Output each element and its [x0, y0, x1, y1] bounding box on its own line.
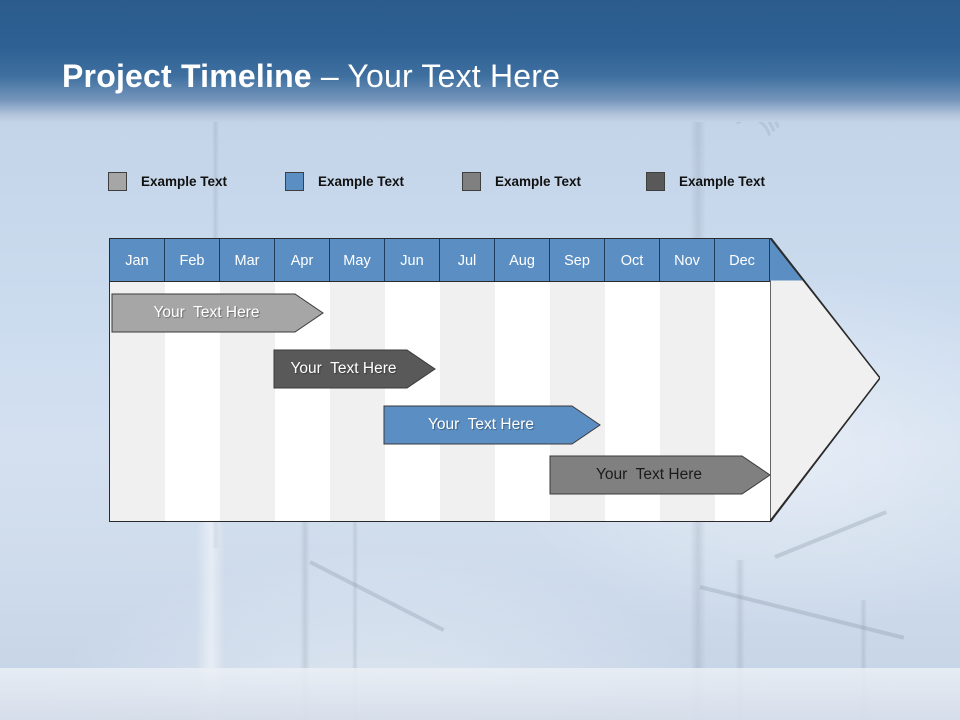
- month-header-sep[interactable]: Sep: [550, 239, 605, 282]
- timeline-column-jan: Jan: [110, 239, 165, 521]
- month-header-feb[interactable]: Feb: [165, 239, 220, 282]
- month-header-nov[interactable]: Nov: [660, 239, 715, 282]
- timeline-task-bar-1[interactable]: Your Text Here: [111, 293, 324, 333]
- page-title: Project Timeline – Your Text Here: [62, 58, 560, 95]
- legend-swatch-icon: [646, 171, 665, 191]
- timeline-column-oct: Oct: [605, 239, 660, 521]
- tower-mast-icon: [300, 505, 310, 720]
- task-bar-shape: [383, 405, 601, 445]
- legend-item-3[interactable]: Example Text: [462, 168, 581, 194]
- timeline-column-feb: Feb: [165, 239, 220, 521]
- month-header-jan[interactable]: Jan: [110, 239, 165, 282]
- timeline-task-bar-4[interactable]: Your Text Here: [549, 455, 771, 495]
- month-header-jun[interactable]: Jun: [385, 239, 440, 282]
- tower-mast-icon: [352, 520, 358, 720]
- timeline-column-aug: Aug: [495, 239, 550, 521]
- legend-item-label: Example Text: [141, 173, 228, 189]
- timeline-task-bar-2[interactable]: Your Text Here: [273, 349, 436, 389]
- legend-item-4[interactable]: Example Text: [646, 168, 765, 194]
- task-bar-shape: [111, 293, 324, 333]
- month-header-oct[interactable]: Oct: [605, 239, 660, 282]
- month-header-mar[interactable]: Mar: [220, 239, 275, 282]
- arrow-head-shape: [770, 238, 880, 522]
- month-header-may[interactable]: May: [330, 239, 385, 282]
- month-header-dec[interactable]: Dec: [715, 239, 770, 282]
- title-band: [0, 0, 960, 122]
- tower-mast-icon: [860, 600, 867, 720]
- task-bar-shape: [549, 455, 771, 495]
- month-header-aug[interactable]: Aug: [495, 239, 550, 282]
- title-bold-part: Project Timeline: [62, 58, 312, 94]
- legend-item-label: Example Text: [495, 173, 582, 189]
- task-bar-shape: [273, 349, 436, 389]
- timeline-column-jun: Jun: [385, 239, 440, 521]
- legend: Example Text Example Text Example Text Exam…: [108, 168, 808, 194]
- legend-swatch-icon: [462, 171, 481, 191]
- month-header-jul[interactable]: Jul: [440, 239, 495, 282]
- legend-swatch-icon: [285, 171, 304, 191]
- month-header-apr[interactable]: Apr: [275, 239, 330, 282]
- timeline-task-bar-3[interactable]: Your Text Here: [383, 405, 601, 445]
- legend-item-1[interactable]: Example Text: [108, 168, 227, 194]
- legend-item-label: Example Text: [318, 173, 405, 189]
- timeline-column-mar: Mar: [220, 239, 275, 521]
- timeline-column-apr: Apr: [275, 239, 330, 521]
- legend-item-2[interactable]: Example Text: [285, 168, 404, 194]
- timeline-column-jul: Jul: [440, 239, 495, 521]
- background-ground: [0, 668, 960, 720]
- legend-item-label: Example Text: [679, 173, 766, 189]
- legend-swatch-icon: [108, 171, 127, 191]
- tower-mast-icon: [735, 560, 745, 720]
- timeline-arrow-head: [770, 238, 880, 522]
- title-rest-part: – Your Text Here: [311, 58, 561, 94]
